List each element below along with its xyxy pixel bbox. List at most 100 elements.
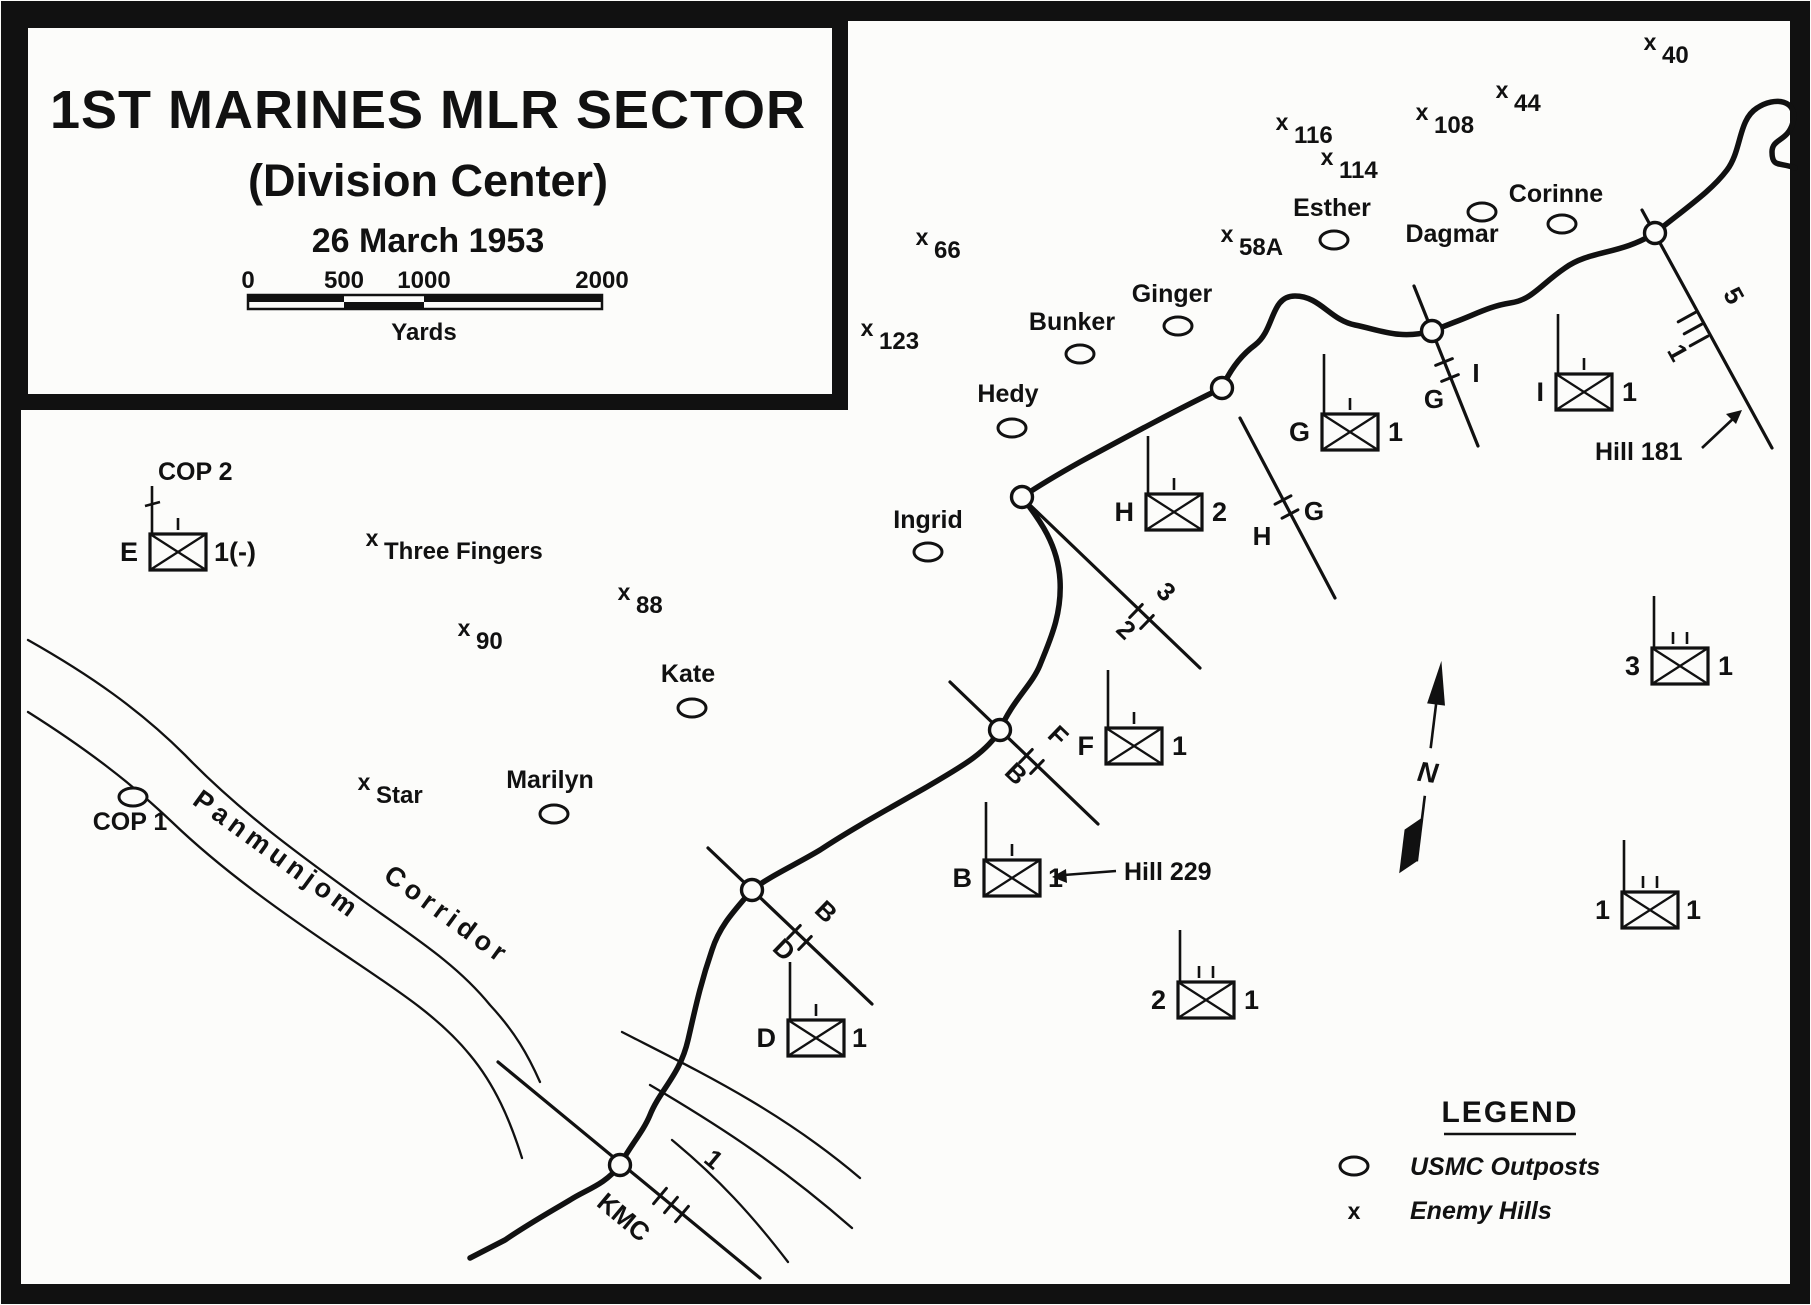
outpost-label: Esther (1293, 194, 1371, 222)
enemy-hill-108: x 108 (1416, 99, 1474, 139)
outpost-label: Ginger (1132, 280, 1213, 308)
unit-diag (1145, 493, 1203, 531)
scale-segment (424, 295, 602, 302)
outpost-icon (117, 786, 149, 808)
boundary-tick (674, 1204, 690, 1224)
enemy-hill-icon: x (1276, 109, 1289, 135)
unit-diag (787, 1019, 845, 1057)
unit-left-label: F (1078, 731, 1095, 761)
unit-right-label: 1 (1622, 377, 1637, 407)
unit-e-1: COP 2 E 1(-) (120, 458, 256, 572)
enemy-hill-label: 40 (1662, 42, 1689, 69)
boundary-tick (1280, 508, 1300, 520)
enemy-hill-label: 114 (1339, 157, 1378, 184)
outpost-icon (1318, 229, 1350, 251)
hill-229-arrow (1063, 869, 1117, 877)
enemy-hill-label: 66 (934, 237, 961, 264)
mlr (467, 98, 1798, 1261)
outpost-label: Corinne (1509, 180, 1604, 208)
unit-i-1: I 1 (1536, 314, 1637, 412)
unit-left-label: G (1289, 417, 1310, 447)
boundary-tick (797, 935, 813, 951)
unit-diag (1555, 373, 1613, 411)
trail-line-3 (670, 1138, 790, 1264)
boundary-tick (663, 1195, 679, 1215)
enemy-hill-icon: x (1416, 99, 1429, 125)
unit-diag (1651, 647, 1709, 685)
outpost-icon (676, 697, 708, 719)
scale-segment (344, 302, 424, 309)
legend-item-outposts: USMC Outposts (1338, 1153, 1600, 1181)
corridor-label-corridor: Corridor (379, 859, 516, 970)
outpost-label: COP 1 (93, 808, 168, 836)
mlr-node (1642, 220, 1668, 246)
scale-bar: 0 500 1000 2000 Yards (241, 267, 628, 346)
unit-diag (1621, 891, 1679, 929)
enemy-hill-icon: x (1348, 1198, 1361, 1224)
outpost-label: Marilyn (506, 766, 594, 794)
unit-left-label: 3 (1625, 651, 1640, 681)
boundary-label-3: 3 (1151, 576, 1182, 608)
boundary-line-h-g (1238, 416, 1337, 600)
scale-tick-500: 500 (324, 267, 364, 294)
hill-181-arrow (1701, 415, 1737, 449)
scale-tick-1000: 1000 (397, 267, 450, 294)
outpost-label-cop2: COP 2 (158, 458, 233, 486)
annotations: Hill 181 Hill 229 (1052, 410, 1742, 886)
enemy-hill-label: 116 (1294, 122, 1333, 149)
unit-d-1: D 1 (757, 962, 867, 1058)
enemy-hill-58a: x 58A (1221, 221, 1283, 261)
unit-right-label: 1 (852, 1023, 867, 1053)
outpost-corinne: Corinne (1509, 180, 1604, 235)
enemy-hill-114: x 114 (1321, 144, 1379, 184)
unit-diag (1105, 727, 1163, 765)
boundary-tick (1018, 748, 1034, 764)
scale-segment (248, 295, 344, 302)
north-feather (1399, 817, 1423, 874)
boundary-line-b-f (948, 680, 1100, 826)
boundary-line-d-b (706, 846, 874, 1006)
mlr-node (607, 1152, 633, 1178)
enemy-hill-label: 90 (476, 628, 503, 655)
outpost-hedy: Hedy (977, 380, 1039, 439)
enemy-hills: x 40 x 44 x 108 x 116 x 114 x 66 x 58A x (358, 29, 1689, 809)
enemy-hill-icon: x (916, 224, 929, 250)
outposts: Corinne Dagmar Esther Ginger Bunker Hedy… (93, 180, 1604, 836)
outpost-label: Bunker (1029, 308, 1115, 336)
unit-staff-tick (144, 500, 161, 508)
enemy-hill-123: x 123 (861, 315, 919, 355)
hill-181-annotation: Hill 181 (1595, 410, 1742, 466)
mlr-node (1419, 318, 1445, 344)
enemy-hill-label: Star (376, 782, 423, 809)
scale-unit-label: Yards (391, 319, 456, 346)
unit-3-1: 3 1 (1625, 596, 1733, 686)
boundary-tick (1139, 614, 1155, 630)
boundary-tick (1676, 310, 1698, 324)
unit-diag (1177, 981, 1235, 1019)
boundary-h-g: H G (1238, 416, 1337, 600)
outpost-label: Hedy (977, 380, 1038, 408)
outpost-icon (912, 541, 944, 563)
panmunjom-corridor: Panmunjom Corridor (26, 638, 542, 1160)
unit-left-label: 2 (1151, 985, 1166, 1015)
scale-outline (246, 293, 604, 311)
mlr-node (1209, 375, 1235, 401)
boundary-label-f: F (1042, 719, 1074, 752)
secondary-lines (620, 1030, 862, 1264)
scale-tick-0: 0 (241, 267, 254, 294)
legend-title: LEGEND (1441, 1096, 1578, 1129)
boundary-tick (1434, 357, 1454, 367)
unit-f-1: F 1 (1078, 670, 1187, 766)
trail-line-1 (620, 1030, 862, 1180)
unit-left-label: 1 (1595, 895, 1610, 925)
enemy-hill-116: x 116 (1276, 109, 1333, 149)
boundary-label-d: D (767, 932, 801, 967)
enemy-hill-icon: x (618, 579, 631, 605)
unit-right-label: 1 (1686, 895, 1701, 925)
boundary-label-h: H (1253, 521, 1272, 551)
boundary-label-1b: 1 (699, 1143, 729, 1175)
unit-diag (983, 859, 1041, 897)
unit-right-label: 1 (1244, 985, 1259, 1015)
mlr-line (467, 98, 1798, 1261)
